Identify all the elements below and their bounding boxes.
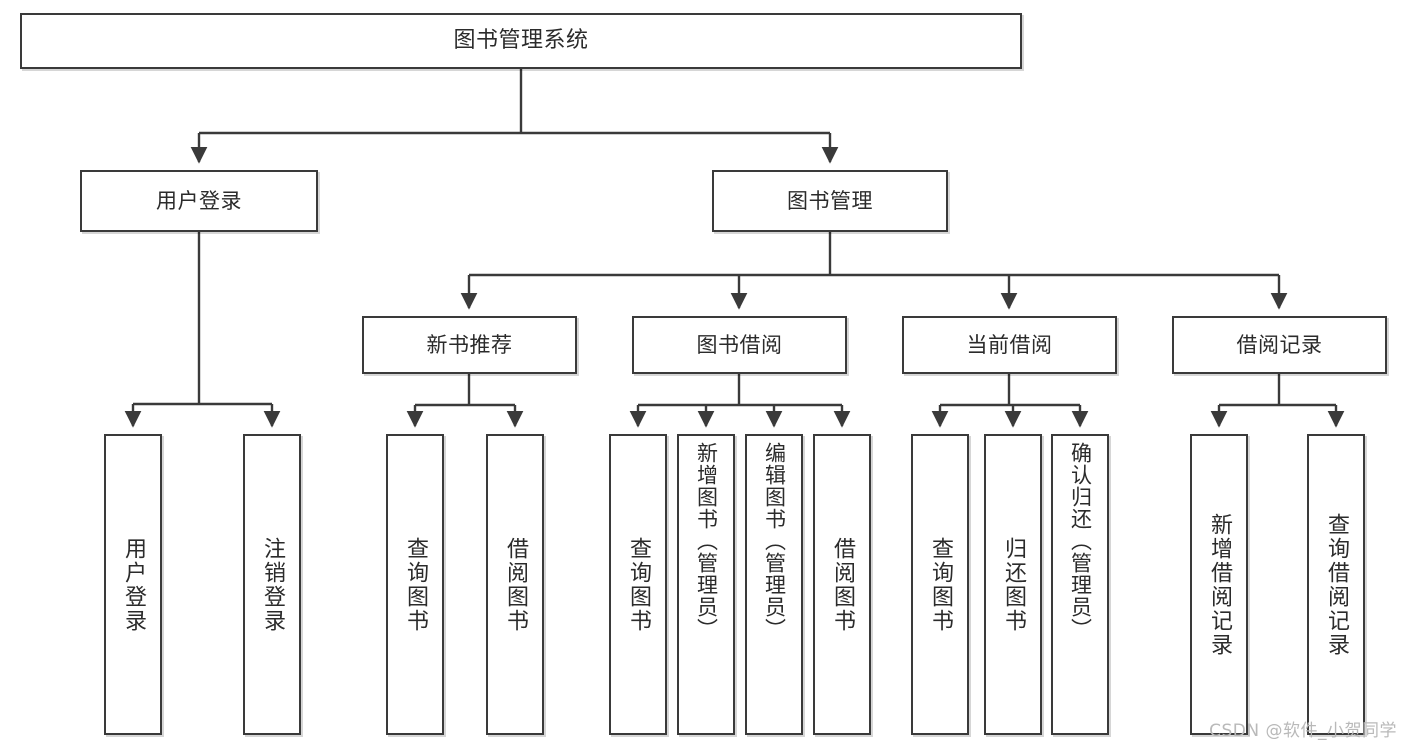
node-leaf-query-book-1-label: 查询图书: [403, 536, 428, 633]
node-book-manage[interactable]: 图书管理: [712, 170, 948, 232]
node-root-label: 图书管理系统: [453, 28, 589, 54]
node-leaf-return-book-label: 归还图书: [1001, 536, 1026, 633]
node-leaf-user-login[interactable]: 用户登录: [104, 434, 162, 735]
node-new-book-rec[interactable]: 新书推荐: [362, 316, 577, 374]
node-current-borrow-label: 当前借阅: [966, 332, 1053, 357]
node-leaf-borrow-book-2[interactable]: 借阅图书: [813, 434, 871, 735]
node-leaf-logout-label: 注销登录: [260, 536, 285, 633]
watermark-text: CSDN @软件_小贺同学: [1209, 721, 1397, 741]
node-new-book-rec-label: 新书推荐: [426, 332, 513, 357]
node-leaf-query-book-3[interactable]: 查询图书: [911, 434, 969, 735]
node-leaf-confirm-return[interactable]: 确认归还（管理员）: [1051, 434, 1109, 735]
node-current-borrow[interactable]: 当前借阅: [902, 316, 1117, 374]
node-leaf-user-login-label: 用户登录: [121, 536, 146, 633]
node-root[interactable]: 图书管理系统: [20, 13, 1022, 69]
node-leaf-query-book-2[interactable]: 查询图书: [609, 434, 667, 735]
node-leaf-query-record[interactable]: 查询借阅记录: [1307, 434, 1365, 735]
node-user-login[interactable]: 用户登录: [80, 170, 318, 232]
node-borrow-record-label: 借阅记录: [1236, 332, 1323, 357]
node-leaf-confirm-return-label: 确认归还（管理员）: [1068, 442, 1093, 640]
node-user-login-label: 用户登录: [156, 188, 242, 213]
node-leaf-add-record-label: 新增借阅记录: [1207, 512, 1232, 657]
node-leaf-edit-book-label: 编辑图书（管理员）: [762, 442, 787, 640]
node-book-borrow[interactable]: 图书借阅: [632, 316, 847, 374]
node-leaf-edit-book[interactable]: 编辑图书（管理员）: [745, 434, 803, 735]
node-leaf-return-book[interactable]: 归还图书: [984, 434, 1042, 735]
node-leaf-query-book-1[interactable]: 查询图书: [386, 434, 444, 735]
node-leaf-borrow-book-1[interactable]: 借阅图书: [486, 434, 544, 735]
node-leaf-borrow-book-1-label: 借阅图书: [503, 536, 528, 633]
node-book-manage-label: 图书管理: [787, 188, 873, 213]
node-leaf-add-record[interactable]: 新增借阅记录: [1190, 434, 1248, 735]
node-leaf-query-book-2-label: 查询图书: [626, 536, 651, 633]
node-leaf-add-book[interactable]: 新增图书（管理员）: [677, 434, 735, 735]
node-leaf-logout[interactable]: 注销登录: [243, 434, 301, 735]
node-leaf-borrow-book-2-label: 借阅图书: [830, 536, 855, 633]
node-borrow-record[interactable]: 借阅记录: [1172, 316, 1387, 374]
node-leaf-add-book-label: 新增图书（管理员）: [694, 442, 719, 640]
node-book-borrow-label: 图书借阅: [696, 332, 783, 357]
node-leaf-query-record-label: 查询借阅记录: [1324, 512, 1349, 657]
node-leaf-query-book-3-label: 查询图书: [928, 536, 953, 633]
